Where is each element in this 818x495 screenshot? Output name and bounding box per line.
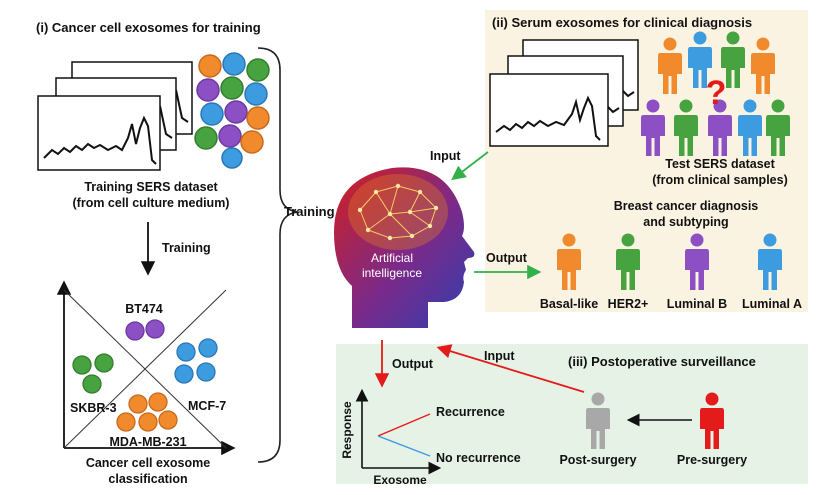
training-dataset-source: (from cell culture medium) — [73, 196, 230, 210]
skbr3-exosomes — [72, 353, 114, 394]
subtype-luminal-a: Luminal A — [742, 297, 802, 311]
subtype-her2: HER2+ — [608, 297, 649, 311]
exosome-cluster — [194, 52, 270, 169]
bt474-exosomes — [125, 319, 165, 341]
mdamb231-exosomes — [116, 392, 178, 432]
ai-head — [334, 167, 475, 328]
training-brace — [257, 47, 299, 463]
section-iii-title: (iii) Postoperative surveillance — [568, 354, 756, 369]
section-i-title: (i) Cancer cell exosomes for training — [36, 20, 261, 35]
no-recurrence-label: No recurrence — [436, 451, 521, 465]
diagnosis-label-2: and subtyping — [643, 215, 728, 229]
subtype-basal-like: Basal-like — [540, 297, 598, 311]
classification-plot — [56, 280, 236, 456]
diagnosis-label: Breast cancer diagnosis — [614, 199, 759, 213]
output-label-bottom: Output — [392, 357, 434, 371]
recurrence-curve — [377, 413, 431, 437]
clinical-spectra — [489, 39, 639, 147]
pre-surgery-label: Pre-surgery — [677, 453, 747, 467]
brace-training-label: Training — [284, 204, 335, 219]
mcf7-exosomes — [174, 338, 218, 384]
response-plot — [355, 388, 442, 475]
section-ii-title: (ii) Serum exosomes for clinical diagnos… — [492, 15, 752, 30]
output-label-mid: Output — [486, 251, 528, 265]
training-arrow-label: Training — [162, 241, 211, 255]
ai-label-line2: intelligence — [362, 266, 422, 280]
post-surgery-label: Post-surgery — [559, 453, 636, 467]
training-spectra — [37, 61, 193, 171]
section-iii-panel — [336, 344, 808, 484]
cell-line-skbr3: SKBR-3 — [70, 401, 117, 415]
cell-line-bt474: BT474 — [125, 302, 163, 316]
subtype-luminal-b: Luminal B — [667, 297, 727, 311]
exosome-axis-label: Exosome — [373, 473, 427, 487]
input-label-bottom: Input — [484, 349, 515, 363]
classification-label-2: classification — [108, 472, 187, 486]
input-arrow-bottom — [436, 344, 585, 393]
response-axis-label: Response — [340, 401, 354, 459]
training-dataset-label: Training SERS dataset — [84, 180, 218, 194]
no-recurrence-curve — [377, 435, 431, 457]
input-arrow-top — [451, 151, 489, 181]
cell-line-mdamb231: MDA-MB-231 — [109, 435, 186, 449]
recurrence-label: Recurrence — [436, 405, 505, 419]
cell-line-mcf7: MCF-7 — [188, 399, 226, 413]
classification-label: Cancer cell exosome — [86, 456, 210, 470]
test-dataset-label: Test SERS dataset — [665, 157, 775, 171]
unknown-question-mark: ? — [706, 74, 727, 112]
test-dataset-source: (from clinical samples) — [652, 173, 787, 187]
input-label-top: Input — [430, 149, 461, 163]
ai-label-line1: Artificial — [371, 251, 413, 265]
